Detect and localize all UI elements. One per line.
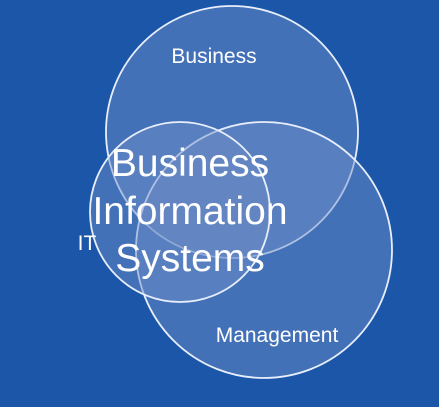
center-label-line-1: Business	[111, 142, 269, 185]
center-label-line-3: Systems	[115, 237, 265, 280]
management-circle	[135, 121, 393, 379]
it-label: IT	[78, 232, 97, 255]
business-label: Business	[171, 45, 256, 68]
business-circle	[105, 5, 359, 259]
management-label: Management	[216, 324, 339, 347]
center-label-line-2: Information	[92, 190, 287, 233]
it-circle	[89, 121, 271, 303]
diagram-background	[0, 0, 439, 407]
